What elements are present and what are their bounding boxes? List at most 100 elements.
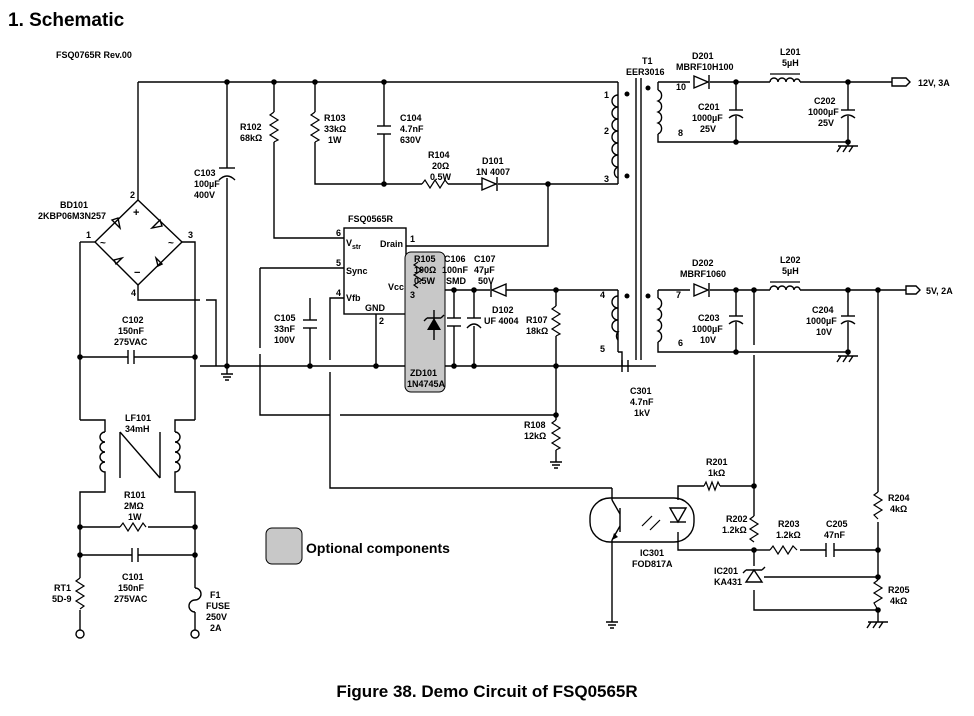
ic-pin-num-3: 3: [410, 290, 415, 300]
r103-ref: R103: [324, 113, 346, 123]
d101-ref: D101: [482, 156, 504, 166]
r102-value: 68kΩ: [240, 133, 262, 143]
r201-ref: R201: [706, 457, 728, 467]
t1-pin-8: 8: [678, 128, 683, 138]
out2-label: 5V, 2A: [926, 286, 953, 296]
optocoupler-ic301: [589, 497, 695, 543]
c203-rating: 10V: [700, 335, 716, 345]
out1-label: 12V, 3A: [918, 78, 950, 88]
c301-rating: 1kV: [634, 408, 650, 418]
c205-value: 47nF: [824, 530, 846, 540]
t1-pin-10: 10: [676, 82, 686, 92]
r102-ref: R102: [240, 122, 262, 132]
fuse-f1: [188, 587, 202, 613]
c105-ref: C105: [274, 313, 296, 323]
d201-ref: D201: [692, 51, 714, 61]
t1-pin-3: 3: [604, 174, 609, 184]
zd101-value: 1N4745A: [407, 379, 446, 389]
ic-pin-num-5: 5: [336, 258, 341, 268]
ic-pin-vfb: Vfb: [346, 293, 361, 303]
c201-rating: 25V: [700, 124, 716, 134]
ic301-ref: IC301: [640, 548, 664, 558]
r104-rating: 0.5W: [430, 172, 452, 182]
labels: FSQ0765R Rev.00 BD101 2KBP06M3N257 C103 …: [38, 47, 953, 633]
r107-ref: R107: [526, 315, 548, 325]
d202-ref: D202: [692, 258, 714, 268]
r201-value: 1kΩ: [708, 468, 725, 478]
c202-ref: C202: [814, 96, 836, 106]
f1-rating-a: 2A: [210, 623, 222, 633]
r107-value: 18kΩ: [526, 326, 548, 336]
r104-ref: R104: [428, 150, 450, 160]
ground-symbols: [221, 145, 888, 629]
r103-rating: 1W: [328, 135, 342, 145]
ic201-value: KA431: [714, 577, 742, 587]
c202-rating: 25V: [818, 118, 834, 128]
r103-value: 33kΩ: [324, 124, 346, 134]
c103-rating: 400V: [194, 190, 215, 200]
c106-value: 100nF: [442, 265, 469, 275]
resistors: [74, 111, 884, 611]
ic301-value: FOD817A: [632, 559, 673, 569]
d201-value: MBRF10H100: [676, 62, 734, 72]
t1-value: EER3016: [626, 67, 665, 77]
svg-text:−: −: [134, 267, 140, 279]
junction-dots: [77, 79, 881, 613]
t1-pin-6: 6: [678, 338, 683, 348]
c103-ref: C103: [194, 168, 216, 178]
ic-pin-num-1: 1: [410, 234, 415, 244]
c202-value: 1000µF: [808, 107, 839, 117]
terminals: [75, 77, 921, 639]
transformer-t1: [611, 78, 663, 360]
optional-region: [404, 251, 446, 393]
c107-value: 47µF: [474, 265, 495, 275]
r105-value: 100Ω: [414, 265, 436, 275]
figure-caption: Figure 38. Demo Circuit of FSQ0565R: [336, 682, 638, 701]
c102-value: 150nF: [118, 326, 145, 336]
ic-pin-vcc: Vcc: [388, 282, 404, 292]
r205-ref: R205: [888, 585, 910, 595]
bridge-pin-4: 4: [131, 288, 136, 298]
f1-value: FUSE: [206, 601, 230, 611]
page-title: 1. Schematic: [8, 10, 125, 31]
bd101-ref: BD101: [60, 200, 88, 210]
r101-ref: R101: [124, 490, 146, 500]
inductors: [769, 73, 801, 291]
r101-rating: 1W: [128, 512, 142, 522]
svg-text:~: ~: [100, 238, 106, 249]
d101-value: 1N 4007: [476, 167, 510, 177]
c102-rating: 275VAC: [114, 337, 148, 347]
c101-value: 150nF: [118, 583, 145, 593]
c204-rating: 10V: [816, 327, 832, 337]
r104-value: 20Ω: [432, 161, 449, 171]
l201-value: 5µH: [782, 58, 799, 68]
ic-pin-vstr: Vstr: [346, 238, 361, 251]
r202-value: 1.2kΩ: [722, 525, 747, 535]
c203-ref: C203: [698, 313, 720, 323]
r203-ref: R203: [778, 519, 800, 529]
c107-ref: C107: [474, 254, 496, 264]
c104-value: 4.7nF: [400, 124, 424, 134]
svg-text:+: +: [133, 207, 139, 219]
c301-ref: C301: [630, 386, 652, 396]
c301-value: 4.7nF: [630, 397, 654, 407]
ic-pin-num-2: 2: [379, 316, 384, 326]
c205-ref: C205: [826, 519, 848, 529]
r203-value: 1.2kΩ: [776, 530, 801, 540]
c104-ref: C104: [400, 113, 422, 123]
c203-value: 1000µF: [692, 324, 723, 334]
bridge-pin-3: 3: [188, 230, 193, 240]
c102-ref: C102: [122, 315, 144, 325]
t1-ref: T1: [642, 56, 653, 66]
lf101-choke: [99, 431, 181, 479]
legend-label: Optional components: [306, 540, 450, 556]
bridge-rectifier: + − ~ ~: [94, 199, 184, 286]
f1-ref: F1: [210, 590, 221, 600]
r202-ref: R202: [726, 514, 748, 524]
c201-value: 1000µF: [692, 113, 723, 123]
d202-value: MBRF1060: [680, 269, 726, 279]
r105-ref: R105: [414, 254, 436, 264]
c204-ref: C204: [812, 305, 834, 315]
l201-ref: L201: [780, 47, 801, 57]
